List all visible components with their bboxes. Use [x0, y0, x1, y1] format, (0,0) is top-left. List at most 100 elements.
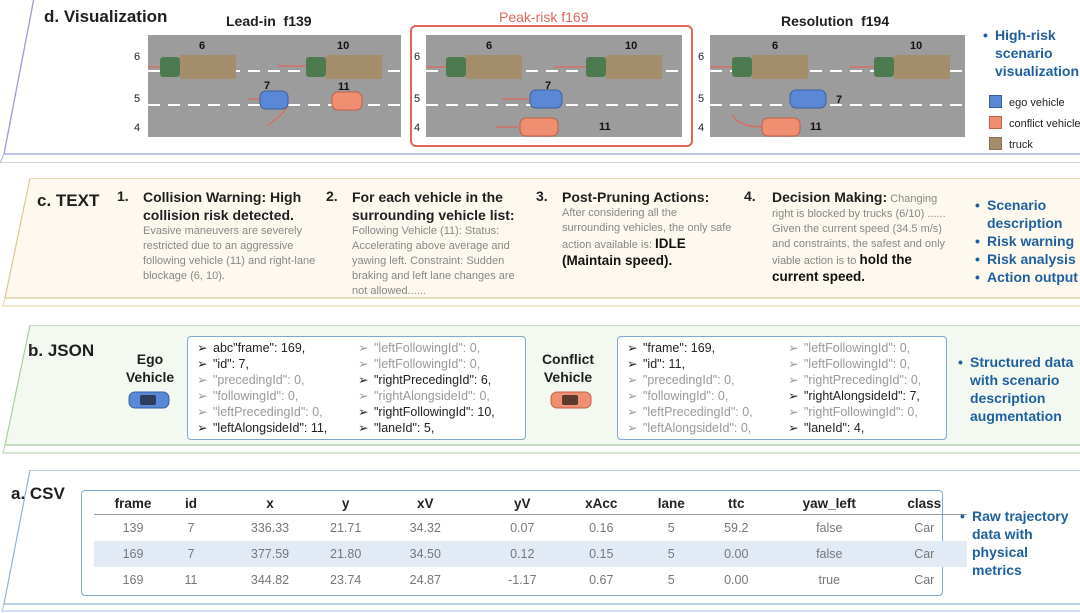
conflict-json-box	[617, 336, 947, 440]
arrow-icon: ➢	[627, 357, 638, 371]
table-cell: 0.12	[489, 541, 556, 567]
field-text: "id": 7,	[213, 357, 249, 371]
legend: ego vehicle conflict vehicle truck	[989, 93, 1080, 156]
field-text: "leftFollowingId": 0,	[804, 341, 911, 355]
road-lead-in	[148, 35, 401, 137]
frame-label-peak-risk: Peak-risk f169	[499, 9, 589, 25]
vehicle-label-ego-7: 7	[264, 80, 271, 92]
field-text: "rightFollowingId": 10,	[374, 405, 495, 419]
table-cell: 11	[184, 573, 198, 587]
arrow-icon: ➢	[197, 341, 208, 355]
arrow-icon: ➢	[788, 373, 799, 387]
lane-number-5: 5	[134, 93, 141, 105]
truck-cab-icon	[160, 57, 180, 77]
arrow-icon: ➢	[358, 373, 369, 387]
lane-number-5: 5	[698, 93, 705, 105]
ego-json-field: ➢ "rightPrecedingId": 6,	[358, 372, 491, 388]
lane-number-4: 4	[698, 122, 705, 134]
legend-label: ego vehicle	[1009, 97, 1065, 109]
text-item-body: Following Vehicle (11): Status: Accelera…	[352, 225, 515, 297]
text-item-number: 2.	[326, 188, 338, 204]
conflict-json-field: ➢"leftFollowingId": 0,	[788, 356, 910, 372]
conflict-car-icon	[550, 391, 592, 409]
table-cell: 336.33	[250, 521, 290, 535]
column-header: lane	[647, 492, 696, 515]
text-title: c. TEXT	[37, 191, 100, 210]
table-cell: 344.82	[250, 573, 290, 587]
ego-json-field: ➢"id": 7,	[197, 356, 249, 372]
ego-car-icon	[259, 90, 289, 110]
field-text: abc"frame": 169,	[213, 341, 306, 355]
lane-number-6: 6	[698, 51, 705, 63]
column-header: xAcc	[555, 492, 648, 515]
table-cell: 59.2	[724, 521, 749, 535]
ego-vehicle-label: Ego Vehicle	[125, 351, 175, 385]
text-item-emphasis: hold the current speed.	[772, 252, 912, 284]
arrow-icon: ➢	[358, 357, 369, 371]
field-text: "rightPrecedingId": 6,	[374, 373, 492, 387]
legend-label: conflict vehicle	[1009, 118, 1080, 130]
legend-item-conflict: conflict vehicle	[989, 114, 1080, 135]
ego-json-field: ➢"precedingId": 0,	[197, 372, 305, 388]
text-panel: c. TEXT 1. Collision Warning: High colli…	[0, 178, 1080, 313]
table-row: 169 11 344.82 23.74 24.87 -1.17 0.67 5 0…	[94, 567, 967, 593]
arrow-icon: ➢	[788, 421, 799, 435]
visualization-title: d. Visualization	[44, 7, 168, 26]
bullet-item: Risk warning	[975, 232, 1080, 250]
vehicle-label-truck-10-peak: 10	[625, 40, 638, 52]
legend-swatch-icon	[989, 137, 1002, 150]
table-header-row: frame id x y xV yV xAcc lane ttc yaw_lef…	[94, 492, 968, 515]
table-cell: 5	[667, 521, 675, 535]
arrow-icon: ➢	[627, 405, 638, 419]
table-cell: 169	[94, 541, 172, 567]
json-title: b. JSON	[28, 341, 95, 360]
bullet-item: Raw trajectory data with physical metric…	[960, 507, 1080, 579]
conflict-json-field: ➢"frame": 169,	[627, 340, 715, 356]
arrow-icon: ➢	[197, 389, 208, 403]
vehicle-label-truck-6: 6	[199, 40, 206, 52]
conflict-json-field: ➢"leftPrecedingId": 0,	[627, 404, 753, 420]
vehicle-label-conflict-11: 11	[338, 81, 350, 93]
text-item-emphasis: IDLE (Maintain speed).	[562, 236, 686, 268]
vehicle-label-truck-6-peak: 6	[486, 40, 493, 52]
field-text: "leftAlongsideId": 11,	[213, 421, 328, 435]
lane-number-5: 5	[414, 93, 421, 105]
conflict-car-icon	[331, 91, 363, 111]
field-text: "id": 11,	[643, 357, 685, 371]
table-cell: Car	[914, 521, 935, 535]
bullet-item: Action output	[975, 268, 1080, 286]
arrow-icon: ➢	[197, 421, 208, 435]
visualization-bullets: High-risk scenario visualization	[983, 26, 1079, 80]
field-text: "rightAlongsideId": 7,	[804, 389, 920, 403]
ego-json-field: ➢ abc"frame": 169,	[197, 340, 305, 356]
field-text: "leftFollowingId": 0,	[374, 357, 481, 371]
frame-label-resolution: Resolution f194	[781, 13, 890, 29]
table-cell: 0.16	[589, 521, 614, 535]
column-header: id	[172, 492, 210, 515]
road-peak-risk	[424, 35, 682, 137]
lane-number-6: 6	[134, 51, 141, 63]
table-cell: false	[777, 541, 882, 567]
conflict-json-field: ➢"precedingId": 0,	[627, 372, 735, 388]
arrow-icon: ➢	[788, 405, 799, 419]
column-header: x	[210, 492, 330, 515]
field-text: "followingId": 0,	[643, 389, 729, 403]
text-panel-frame	[2, 178, 1080, 307]
ego-json-field: ➢"laneId": 5,	[358, 420, 434, 436]
text-item-number: 3.	[536, 188, 548, 204]
table-cell: 5	[647, 541, 696, 567]
table-cell: 21.80	[330, 541, 362, 567]
arrow-icon: ➢	[788, 357, 799, 371]
lane-number-6: 6	[414, 51, 421, 63]
vehicle-label-ego-7-res: 7	[836, 94, 843, 106]
field-text: "laneId": 5,	[374, 421, 435, 435]
field-text: "leftAlongsideId": 0,	[643, 421, 752, 435]
bullet-item: High-risk scenario visualization	[983, 26, 1079, 80]
csv-panel: a. CSV frame id x y xV yV xAcc lane ttc …	[0, 470, 1080, 613]
field-text: "leftPrecedingId": 0,	[213, 405, 323, 419]
lane-number-4: 4	[414, 122, 421, 134]
vehicle-label-conflict-11-res: 11	[810, 121, 822, 133]
table-cell: 34.50	[361, 541, 490, 567]
text-item-number: 4.	[744, 188, 756, 204]
arrow-icon: ➢	[197, 405, 208, 419]
